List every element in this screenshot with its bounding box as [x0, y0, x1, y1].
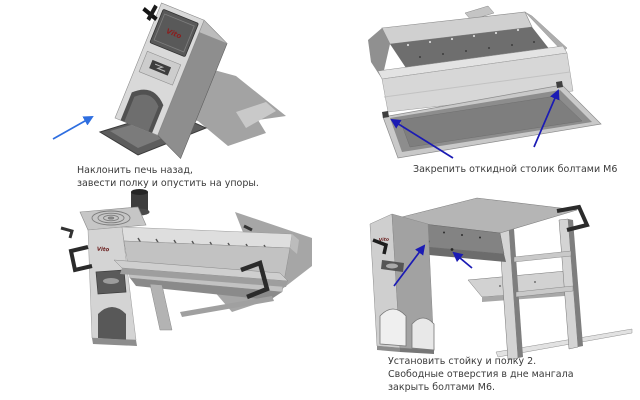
side-shelf [113, 259, 289, 287]
step-panel-1: Vito Наклонить печь назад, завести полку… [0, 0, 320, 200]
stove-body: Vito [79, 206, 147, 346]
bracket-icon [243, 224, 253, 232]
bolt-left [382, 111, 389, 118]
bracket-icon [60, 226, 74, 239]
caption-line: завести полку и опустить на упоры. [77, 178, 259, 189]
illustration-tilted-stove: Vito [52, 2, 286, 160]
caption-line: Установить стойку и полку 2. [388, 356, 537, 367]
box-interior [390, 27, 550, 68]
box-front-wall [381, 52, 574, 113]
handle-right-icon [556, 204, 590, 232]
stove-body: Vito [114, 2, 228, 160]
stand-legs [498, 218, 583, 361]
rear-tab [464, 5, 495, 21]
step-panel-2: Закрепить откидной столик болтами М6 [320, 0, 640, 200]
handle-left-icon [68, 245, 93, 273]
arch-opening [379, 308, 407, 347]
caption-step-2: Закрепить откидной столик болтами М6 [413, 163, 617, 176]
illustration-stove-with-brazier: Vito [60, 189, 312, 346]
stove-body: Vito [369, 213, 435, 354]
handle-right-icon [240, 260, 270, 300]
step-panel-4: Vito Установить стойку и полку 2. Свобод… [320, 197, 640, 400]
arch-opening [98, 307, 126, 340]
folding-table [382, 84, 602, 159]
illustration-stand-shelf: Vito [369, 197, 633, 361]
middle-shelf [467, 270, 579, 302]
caption-line: Наклонить печь назад, [77, 165, 193, 176]
step-panel-3: Vito [0, 189, 320, 400]
stove-door [149, 9, 199, 57]
caption-line: Свободные отверстия в дне мангала [388, 369, 574, 380]
illustration-brazier-table [368, 5, 602, 159]
brazier-box [368, 5, 574, 113]
brand-logo: Vito [97, 247, 110, 254]
caption-step-1: Наклонить печь назад, завести полку и оп… [77, 164, 259, 190]
direction-arrow-icon [52, 115, 94, 140]
door-handle [142, 4, 158, 22]
direction-arrow-icon [393, 244, 426, 287]
direction-arrow-icon [452, 251, 473, 269]
bolt-holes [406, 28, 520, 47]
bolt-target [450, 248, 454, 251]
caption-step-4: Установить стойку и полку 2. Свободные о… [388, 355, 574, 394]
arch-opening [411, 317, 435, 351]
bolt-holes-row-2 [419, 41, 535, 58]
bolt-right [556, 81, 563, 88]
handle-left-icon [372, 238, 389, 255]
caption-line: закрыть болтами М6. [388, 382, 496, 393]
brand-logo: Vito [379, 237, 390, 244]
direction-arrow-icon [390, 118, 454, 159]
ground-rail [495, 328, 633, 358]
direction-arrow-icon [533, 89, 560, 148]
caption-line: Закрепить откидной столик болтами М6 [413, 164, 618, 175]
burner-rings [91, 210, 131, 226]
